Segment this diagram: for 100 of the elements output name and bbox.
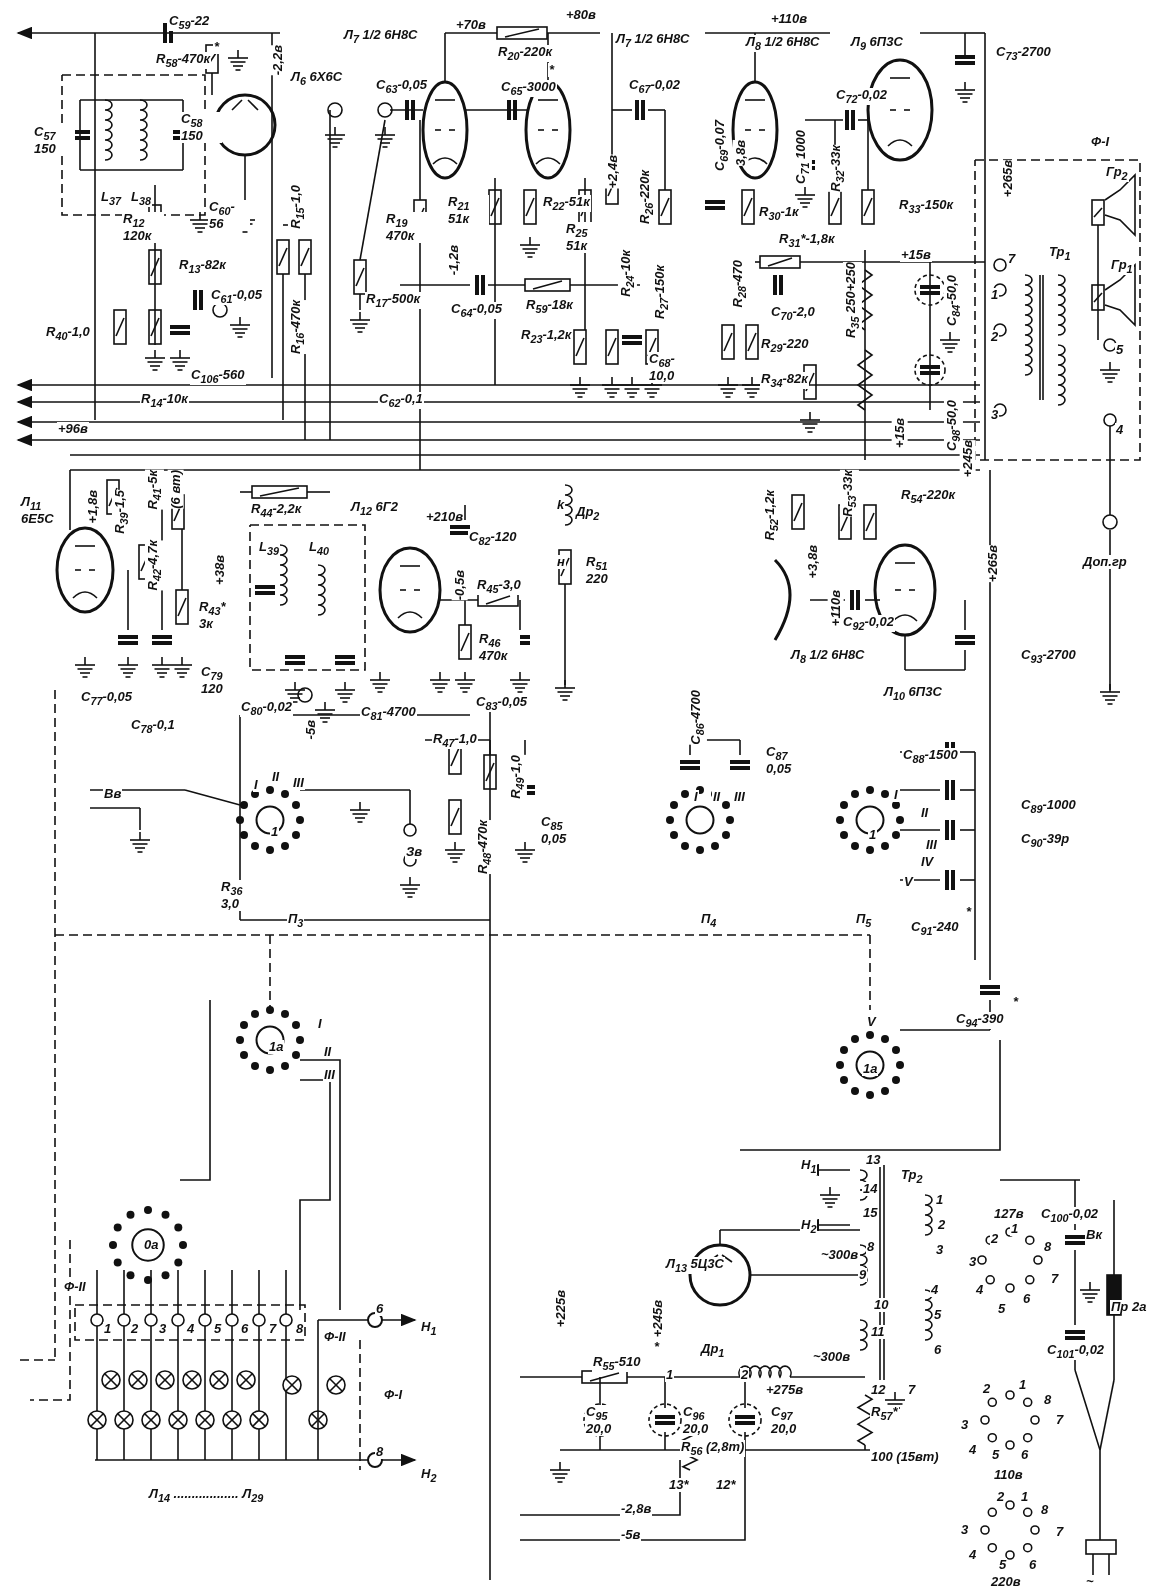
component-label: I	[693, 790, 699, 804]
component-label: R$_{47}$-1,0	[432, 732, 478, 749]
component-label: Гр$_{1}$	[1110, 258, 1134, 275]
component-label: C$_{73}$-2700	[995, 45, 1052, 62]
component-label: *	[548, 63, 556, 77]
component-label: Гр$_{2}$	[1105, 165, 1129, 182]
component-label: 7	[1007, 252, 1017, 266]
component-label: 2	[130, 1322, 140, 1336]
component-label: II	[920, 806, 930, 820]
component-label: Ф-II	[63, 1280, 87, 1294]
component-label: 5	[1115, 343, 1125, 357]
component-label: Тр$_{2}$	[900, 1168, 924, 1185]
component-label: +70в	[455, 18, 487, 32]
component-label: III	[292, 776, 305, 790]
component-label: 1	[665, 1368, 675, 1382]
component-label: 8	[1043, 1393, 1053, 1407]
component-label: III	[733, 790, 746, 804]
component-label: +96в	[57, 422, 89, 436]
component-label: Н$_{2}$	[800, 1218, 818, 1235]
component-label: R$_{44}$-2,2к	[250, 502, 303, 519]
component-label: Н$_{1}$	[420, 1320, 438, 1337]
component-label: C$_{72}$-0,02	[835, 88, 889, 105]
component-label: 14	[862, 1182, 879, 1196]
component-label: 3	[960, 1523, 970, 1537]
component-label: 15	[862, 1206, 879, 1220]
component-label: Л$_{8}$ 1/2 6Н8С	[790, 648, 866, 665]
component-label: *	[213, 40, 221, 54]
component-label: 4	[1115, 423, 1125, 437]
component-label: C$_{80}$-0,02	[240, 700, 294, 717]
component-label: C$_{90}$-39р	[1020, 832, 1071, 849]
component-label: R$_{30}$-1к	[758, 205, 800, 222]
component-label: Л$_{10}$ 6П3С	[883, 685, 943, 702]
component-label: C$_{82}$-120	[468, 530, 518, 547]
component-label: 127в	[993, 1207, 1025, 1221]
component-label: 9	[858, 1268, 868, 1282]
component-label: 100 (15вт)	[870, 1450, 940, 1464]
component-label: +210в	[425, 510, 465, 524]
component-label: Л$_{7}$ 1/2 6Н8С	[615, 32, 691, 49]
component-label: 2	[740, 1368, 750, 1382]
component-label: 4	[975, 1283, 985, 1297]
component-label: R$_{54}$-220к	[900, 488, 957, 505]
component-label: R$_{20}$-220к	[497, 45, 554, 62]
component-label: 13*	[668, 1478, 690, 1492]
component-label: C$_{65}$-3000	[500, 80, 557, 97]
component-label: R$_{23}$-1,2к	[520, 328, 573, 345]
component-label: -5в	[620, 1528, 642, 1542]
component-label: 8	[1040, 1503, 1050, 1517]
component-label: 1	[103, 1322, 113, 1336]
component-label: 7	[1050, 1272, 1060, 1286]
component-label: C$_{64}$-0,05	[450, 302, 504, 319]
component-label: C$_{58}$ 150	[180, 112, 222, 143]
component-label: 6	[1020, 1448, 1030, 1462]
component-label: 5	[991, 1448, 1001, 1462]
component-label: I	[317, 1017, 323, 1031]
component-label: II	[712, 790, 722, 804]
component-label: 4	[968, 1548, 978, 1562]
component-label: Ф-I	[1090, 135, 1111, 149]
component-label: L$_{37}$	[100, 190, 122, 207]
component-label: П$_{5}$	[855, 912, 873, 929]
component-label: 2	[937, 1218, 947, 1232]
component-label: 1	[868, 828, 878, 842]
component-label: C$_{91}$-240	[910, 920, 960, 937]
component-label: 6	[1022, 1292, 1032, 1306]
component-label: 3	[968, 1255, 978, 1269]
component-label: C$_{106}$-560	[190, 368, 246, 385]
component-label: 4	[186, 1322, 196, 1336]
component-label: 1а	[862, 1062, 879, 1076]
component-label: -1,2в	[446, 245, 462, 276]
component-label: Л$_{6}$ 6Х6С	[290, 70, 344, 87]
component-label: II	[271, 770, 281, 784]
component-label: 13	[865, 1153, 882, 1167]
component-label: C$_{92}$-0,02	[842, 615, 896, 632]
component-label: 1	[990, 288, 1000, 302]
component-label: R$_{29}$-220	[760, 337, 810, 354]
component-label: 1	[1020, 1490, 1030, 1504]
component-label: C$_{62}$-0,1	[378, 392, 424, 409]
component-label: 3	[158, 1322, 168, 1336]
component-label: 3	[935, 1243, 945, 1257]
component-label: ~300в	[812, 1350, 852, 1364]
component-label: Др$_{2}$	[575, 505, 601, 522]
component-label: 12	[870, 1383, 887, 1397]
component-label: П$_{3}$	[287, 912, 305, 929]
component-label: 10	[873, 1298, 890, 1312]
component-label: 2	[996, 1490, 1006, 1504]
component-label: 3	[960, 1418, 970, 1432]
component-label: 1	[935, 1193, 945, 1207]
component-label: П$_{4}$	[700, 912, 718, 929]
component-label: 2	[982, 1382, 992, 1396]
component-label: R$_{55}$-510	[592, 1355, 642, 1372]
component-label: 3,8в	[733, 140, 749, 166]
component-label: IV	[920, 855, 935, 869]
component-label: k	[556, 498, 566, 512]
component-label: C$_{88}$-1500	[902, 748, 959, 765]
component-label: R$_{19}$ 470к	[385, 212, 427, 243]
component-label: Тр$_{1}$	[1048, 245, 1072, 262]
component-label: +1,8в	[85, 490, 101, 524]
component-label: R$_{14}$-10к	[140, 392, 189, 409]
component-label: C$_{83}$-0,05	[475, 695, 529, 712]
component-label: C$_{77}$-0,05	[80, 690, 134, 707]
component-label: R$_{45}$-3,0	[476, 578, 522, 595]
